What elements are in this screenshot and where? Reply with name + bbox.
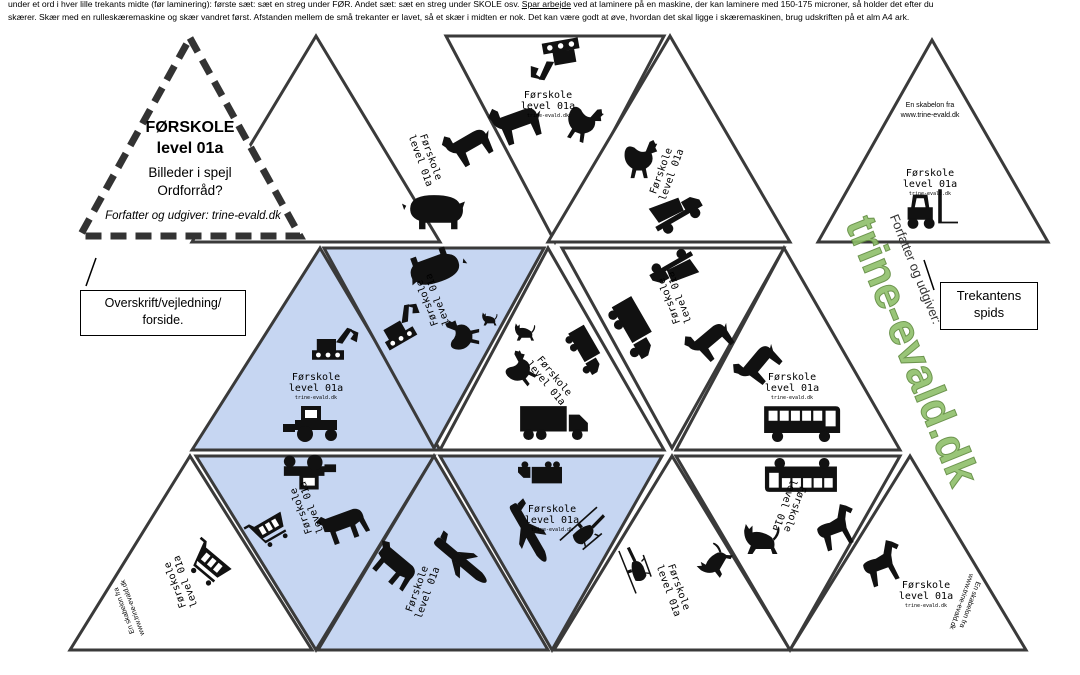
triangle-bot-1 — [67, 453, 315, 652]
triangle-mid-3 — [437, 244, 667, 452]
svg-text:Førskole: Førskole — [906, 168, 954, 179]
svg-text:trine-evald.dk: trine-evald.dk — [905, 603, 947, 609]
card-label: Førskole level 01a trine-evald.dk — [289, 372, 343, 401]
triangle-grid — [67, 33, 1051, 654]
svg-text:trine-evald.dk: trine-evald.dk — [531, 527, 573, 533]
note-left-line1: Overskrift/vejledning/ — [104, 296, 222, 310]
cover-title: FØRSKOLE — [145, 119, 235, 136]
svg-text:www.trine-evald.dk: www.trine-evald.dk — [900, 112, 960, 119]
card-label: Førskole level 01a trine-evald.dk — [525, 504, 579, 533]
svg-text:Førskole: Førskole — [902, 580, 950, 591]
svg-text:trine-evald.dk: trine-evald.dk — [527, 113, 569, 119]
note-left-line2: forside. — [142, 313, 184, 327]
card-label: Førskole level 01a trine-evald.dk — [903, 168, 957, 197]
svg-text:level 01a: level 01a — [521, 101, 575, 112]
card-label: Førskole level 01a trine-evald.dk — [899, 580, 953, 609]
instructions-link[interactable]: Spar arbejde — [521, 0, 571, 9]
triangle-mid-4 — [559, 246, 787, 452]
template-text: En skabelon fra www.trine-evald.dk — [900, 102, 960, 119]
svg-text:level 01a: level 01a — [289, 383, 343, 394]
svg-text:level 01a: level 01a — [525, 515, 579, 526]
card-label: Førskole level 01a — [406, 133, 444, 189]
svg-text:En skabelon fra: En skabelon fra — [906, 102, 955, 109]
triangle-bot-6 — [673, 454, 903, 654]
note-right-line1: Trekantens — [956, 288, 1022, 303]
svg-text:trine-evald.dk: trine-evald.dk — [295, 395, 337, 401]
card-label: Førskole level 01a trine-evald.dk — [765, 372, 819, 401]
svg-text:level 01a: level 01a — [903, 179, 957, 190]
triangle-bot-7 — [787, 453, 1029, 652]
svg-text:trine-evald.dk: trine-evald.dk — [771, 395, 813, 401]
note-box-cover: Overskrift/vejledning/ forside. — [80, 290, 246, 336]
svg-text:Førskole: Førskole — [528, 504, 576, 515]
svg-text:Førskole: Førskole — [768, 372, 816, 383]
instructions-text: under et ord i hver lille trekants midte… — [8, 0, 1072, 23]
note-box-tip: Trekantens spids — [940, 282, 1038, 330]
instructions-line2: skærer. Skær med en rulleskæremaskine og… — [8, 11, 910, 22]
svg-text:Førskole: Førskole — [292, 372, 340, 383]
cover-level: level 01a — [156, 140, 224, 157]
svg-text:level 01a: level 01a — [765, 383, 819, 394]
instructions-line1: under et ord i hver lille trekants midte… — [8, 0, 522, 9]
triangle-mid-5 — [673, 244, 903, 452]
svg-text:level 01a: level 01a — [899, 591, 953, 602]
note-pointer-left — [85, 257, 97, 287]
instructions-line1-end: ved at laminere på en maskine, der kan l… — [570, 0, 934, 9]
note-pointer-right — [923, 259, 935, 291]
svg-text:Førskole: Førskole — [524, 90, 572, 101]
cover-author: Forfatter og udgiver: trine-evald.dk — [105, 210, 281, 222]
triangle-mid-2 — [321, 246, 547, 452]
triangle-template-top — [815, 36, 1051, 244]
card-label: Førskole level 01a trine-evald.dk — [521, 90, 575, 119]
cover-text: FØRSKOLE level 01a Billeder i spejl Ordf… — [100, 118, 280, 200]
svg-text:trine-evald.dk: trine-evald.dk — [909, 191, 951, 197]
dog-icon — [438, 115, 499, 172]
cover-triangle — [74, 30, 306, 240]
triangle-bot-3 — [315, 453, 551, 652]
note-right-line2: spids — [973, 305, 1005, 320]
triangle-bot-5 — [551, 453, 793, 652]
cover-question: Ordforråd? — [157, 183, 223, 198]
triangle-top-3 — [545, 33, 793, 244]
cover-subtitle: Billeder i spejl — [148, 165, 232, 180]
triangle-bot-4 — [437, 454, 665, 654]
